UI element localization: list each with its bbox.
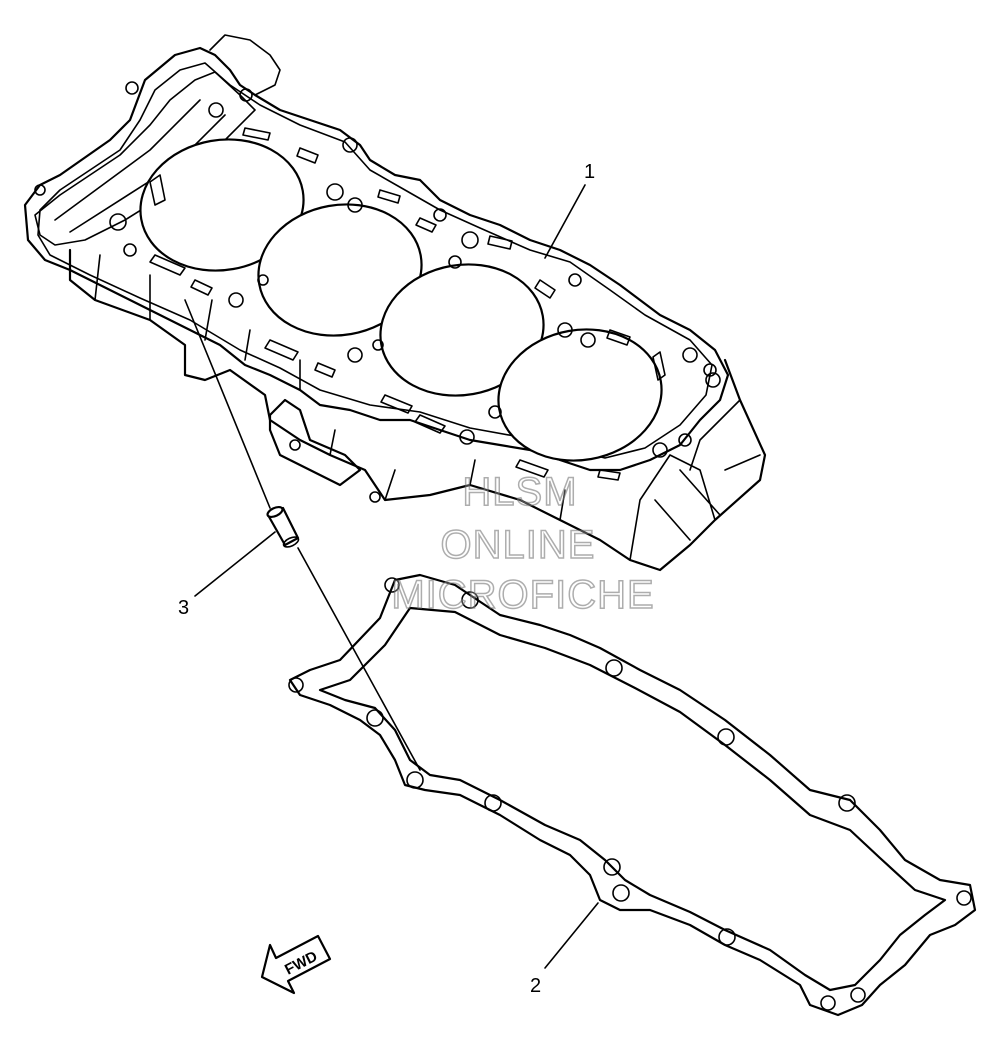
callout-number-3: 3 bbox=[178, 597, 189, 619]
callout-number-1: 1 bbox=[584, 161, 595, 183]
callout-number-2: 2 bbox=[530, 975, 541, 997]
callout-3: 3 bbox=[178, 531, 276, 619]
watermark: HLSM ONLINE MICROFICHE bbox=[391, 469, 655, 618]
dowel-pin[interactable] bbox=[266, 505, 300, 549]
alignment-lines bbox=[184, 299, 421, 771]
base-gasket[interactable] bbox=[288, 573, 977, 1017]
watermark-line-2: ONLINE bbox=[441, 523, 596, 567]
watermark-line-1: HLSM bbox=[462, 470, 577, 514]
watermark-line-3: MICROFICHE bbox=[391, 573, 654, 617]
callout-1: 1 bbox=[544, 161, 595, 259]
callout-2: 2 bbox=[530, 902, 599, 997]
forward-arrow-icon: FWD bbox=[260, 934, 332, 995]
cylinder-block[interactable] bbox=[23, 34, 767, 572]
